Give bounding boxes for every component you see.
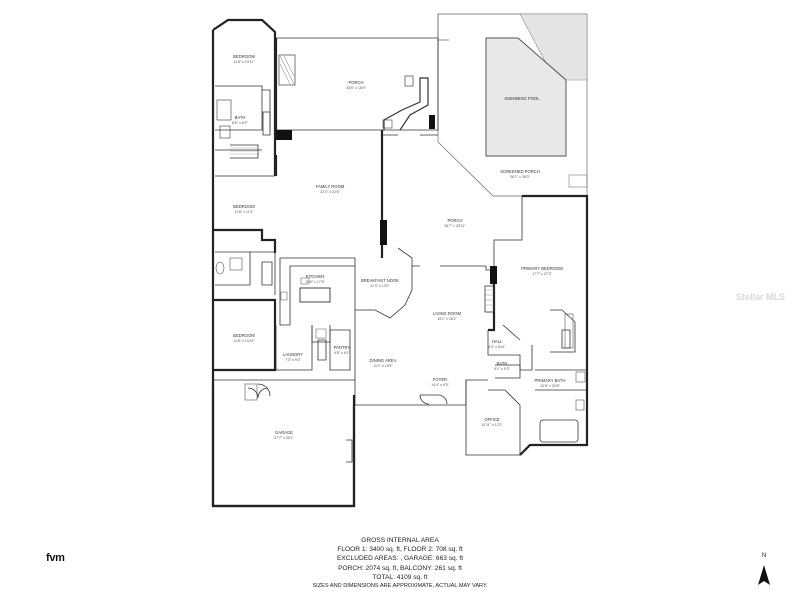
room-dims-foyer: 14'4" x 9'5" bbox=[431, 383, 449, 387]
area-legend: GROSS INTERNAL AREA FLOOR 1: 3400 sq. ft… bbox=[270, 536, 530, 591]
room-dims-porch-mid: 26'7" x 25'11" bbox=[444, 224, 466, 228]
room-dims-pantry: 4'8" x 6'1" bbox=[334, 351, 350, 355]
room-label-bath-2: BATH bbox=[497, 361, 508, 366]
room-dims-living-room: 15'1" x 18'2" bbox=[437, 317, 457, 321]
room-dims-hall: 4'3" x 8'11" bbox=[488, 345, 506, 349]
north-arrow-icon: N bbox=[754, 553, 774, 589]
room-dims-kitchen: 15'6" x 17'8" bbox=[305, 280, 325, 284]
legend-line-4: TOTAL: 4109 sq. ft bbox=[372, 573, 428, 581]
room-dims-family-room: 22'0" x 22'6" bbox=[320, 190, 340, 194]
kitchen-area bbox=[279, 257, 356, 343]
room-dims-garage: 27'7" x 25'1" bbox=[274, 436, 294, 440]
room-dims-porch-top: 33'6" x 18'9" bbox=[346, 86, 366, 90]
room-label-porch-top: PORCH bbox=[348, 80, 363, 85]
room-label-screened-porch: SCREENED PORCH bbox=[500, 169, 540, 174]
room-dims-bath-1: 8'6" x 8'0" bbox=[232, 121, 248, 125]
room-label-living-room: LIVING ROOM bbox=[433, 311, 461, 316]
room-label-dining-area: DINING AREA bbox=[370, 358, 397, 363]
central-walls bbox=[274, 130, 533, 456]
north-letter: N bbox=[761, 553, 767, 559]
room-dims-bedroom-3: 11'8" x 13'10" bbox=[233, 339, 255, 343]
room-dims-bath-2: 5'1" x 5'3" bbox=[494, 367, 510, 371]
room-dims-primary-bedroom: 17'7" x 27'3" bbox=[532, 272, 552, 276]
room-label-bath-1: BATH bbox=[235, 115, 246, 120]
room-label-bedroom-1: BEDROOM bbox=[233, 54, 255, 59]
legend-line-3: PORCH: 2074 sq. ft, BALCONY: 261 sq. ft bbox=[338, 564, 462, 572]
room-dims-bedroom-1: 11'8" x 13'11" bbox=[233, 60, 255, 64]
room-label-laundry: LAUNDRY bbox=[283, 352, 303, 357]
room-label-breakfast-nook: BREAKFAST NOOK bbox=[361, 278, 399, 283]
legend-title: GROSS INTERNAL AREA bbox=[361, 537, 439, 544]
room-label-primary-bedroom: PRIMARY BEDROOM bbox=[521, 266, 563, 271]
primary-suite bbox=[495, 194, 589, 456]
room-label-office: OFFICE bbox=[484, 417, 500, 422]
room-label-pantry: PANTRY bbox=[334, 345, 351, 350]
room-label-family-room: FAMILY ROOM bbox=[316, 184, 345, 189]
room-dims-breakfast-nook: 11'3" x 13'0" bbox=[370, 284, 390, 288]
room-dims-primary-bath: 12'8" x 20'8" bbox=[540, 384, 560, 388]
room-dims-dining-area: 11'2" x 18'5" bbox=[373, 364, 393, 368]
room-dims-laundry: 7'3" x 9'3" bbox=[285, 358, 301, 362]
room-label-kitchen: KITCHEN bbox=[306, 274, 324, 279]
room-label-garage: GARAGE bbox=[275, 430, 293, 435]
garage-outline bbox=[211, 385, 356, 508]
room-dims-bedroom-2: 11'8" x 11'4" bbox=[234, 210, 254, 214]
room-label-bedroom-2: BEDROOM bbox=[233, 204, 255, 209]
stairs bbox=[261, 111, 571, 361]
legend-disclaimer: SIZES AND DIMENSIONS ARE APPROXIMATE, AC… bbox=[312, 583, 488, 590]
room-label-primary-bath: PRIMARY BATH bbox=[535, 378, 566, 383]
room-label-foyer: FOYER bbox=[433, 377, 447, 382]
legend-line-2: EXCLUDED AREAS: , GARAGE: 663 sq. ft bbox=[336, 555, 464, 563]
room-label-porch-mid: PORCH bbox=[447, 218, 462, 223]
room-label-hall: HALL bbox=[492, 339, 503, 344]
watermark: Stellar MLS bbox=[736, 292, 786, 302]
screened-enclosure bbox=[437, 13, 588, 197]
brand-logo: fvm bbox=[46, 552, 65, 564]
room-label-swimming-pool: SWIMMING POOL bbox=[504, 96, 540, 101]
room-label-bedroom-3: BEDROOM bbox=[233, 333, 255, 338]
room-dims-screened-porch: 28'1" x 38'0" bbox=[510, 175, 530, 179]
legend-line-1: FLOOR 1: 3400 sq. ft, FLOOR 2: 708 sq. f… bbox=[337, 546, 463, 554]
room-dims-office: 10'11" x 12'2" bbox=[481, 423, 503, 427]
